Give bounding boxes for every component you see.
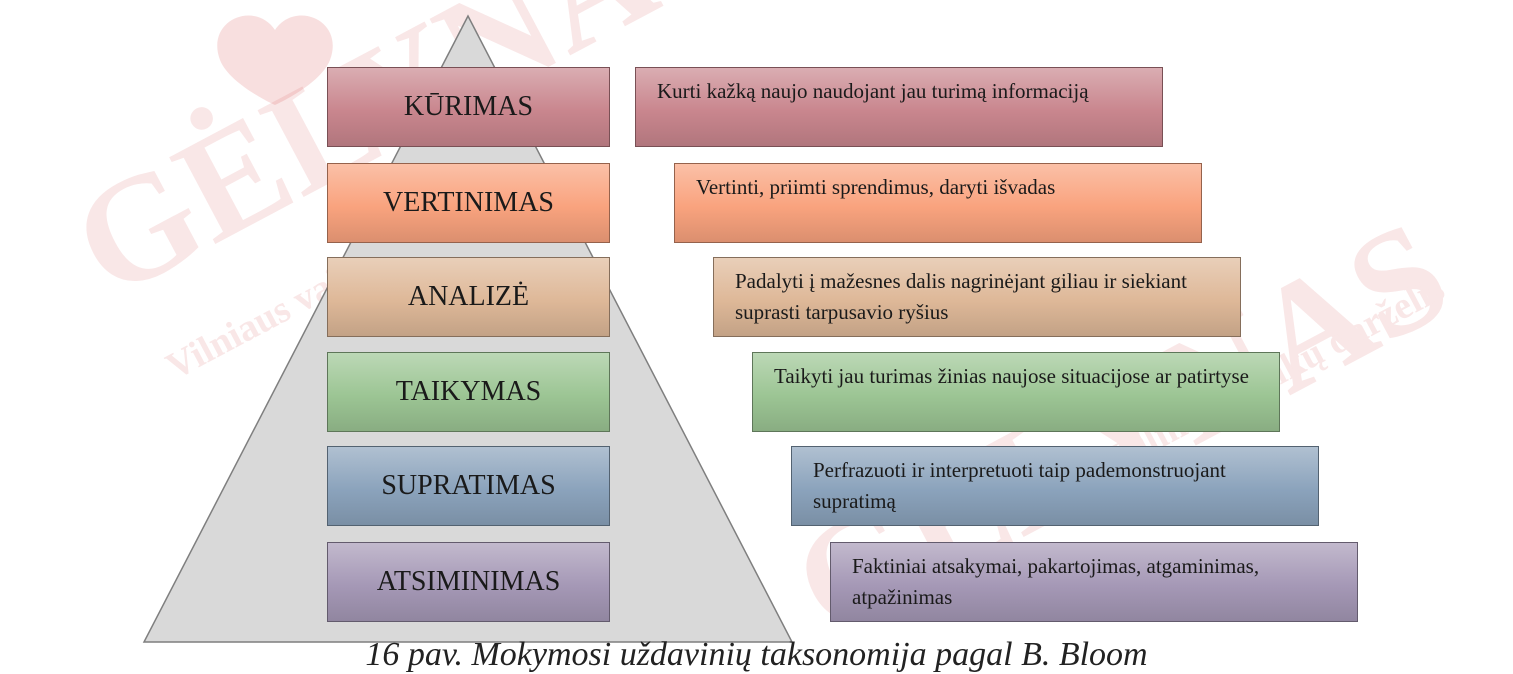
description-text: Padalyti į mažesnes dalis nagrinėjant gi…: [735, 269, 1187, 324]
description-text: Taikyti jau turimas žinias naujose situa…: [774, 364, 1249, 388]
description-supratimas: Perfrazuoti ir interpretuoti taip pademo…: [791, 446, 1319, 526]
description-text: Kurti kažką naujo naudojant jau turimą i…: [657, 79, 1089, 103]
level-analize: ANALIZĖ: [327, 257, 610, 337]
level-kurimas: KŪRIMAS: [327, 67, 610, 147]
description-text: Faktiniai atsakymai, pakartojimas, atgam…: [852, 554, 1260, 609]
description-taikymas: Taikyti jau turimas žinias naujose situa…: [752, 352, 1280, 432]
description-text: Vertinti, priimti sprendimus, daryti išv…: [696, 175, 1056, 199]
description-atsiminimas: Faktiniai atsakymai, pakartojimas, atgam…: [830, 542, 1358, 622]
level-vertinimas: VERTINIMAS: [327, 163, 610, 243]
level-label: TAIKYMAS: [395, 376, 542, 407]
level-label: KŪRIMAS: [403, 91, 534, 122]
level-label: SUPRATIMAS: [381, 470, 556, 501]
description-analize: Padalyti į mažesnes dalis nagrinėjant gi…: [713, 257, 1241, 337]
description-text: Perfrazuoti ir interpretuoti taip pademo…: [813, 458, 1226, 513]
level-label: ATSIMINIMAS: [376, 566, 561, 597]
level-label: ANALIZĖ: [407, 281, 530, 312]
level-supratimas: SUPRATIMAS: [327, 446, 610, 526]
level-atsiminimas: ATSIMINIMAS: [327, 542, 610, 622]
level-label: VERTINIMAS: [383, 187, 554, 218]
level-taikymas: TAIKYMAS: [327, 352, 610, 432]
description-vertinimas: Vertinti, priimti sprendimus, daryti išv…: [674, 163, 1202, 243]
figure-caption: 16 pav. Mokymosi uždavinių taksonomija p…: [365, 636, 1148, 673]
description-kurimas: Kurti kažką naujo naudojant jau turimą i…: [635, 67, 1163, 147]
